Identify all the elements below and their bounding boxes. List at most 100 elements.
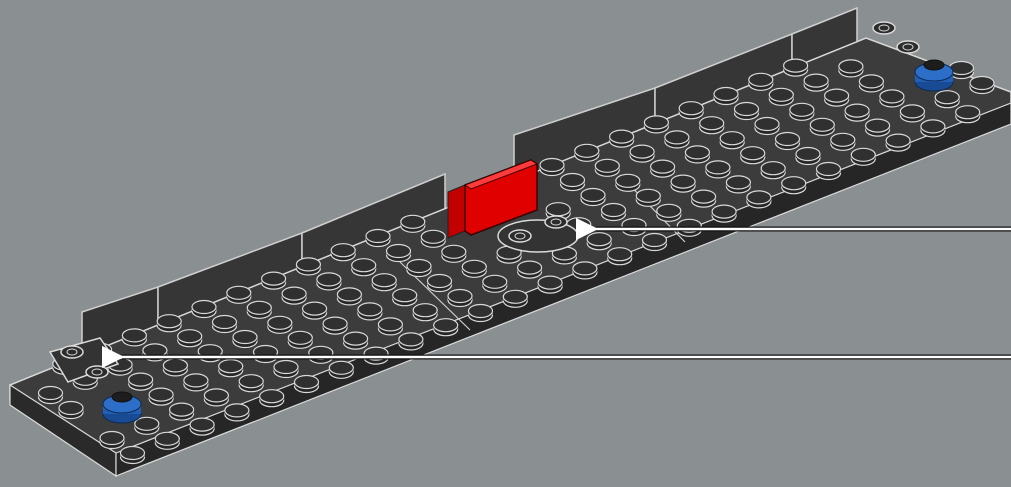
stud <box>366 230 390 247</box>
stud <box>859 75 883 92</box>
stud <box>817 163 841 180</box>
stud <box>665 131 689 148</box>
stud <box>573 262 597 279</box>
stud <box>610 130 634 147</box>
stud <box>184 374 208 391</box>
stud <box>331 244 355 261</box>
stud <box>262 272 286 289</box>
stud <box>880 90 904 107</box>
stud <box>755 118 779 135</box>
stud <box>337 288 361 305</box>
stud <box>204 389 228 406</box>
stud <box>749 73 773 90</box>
stud <box>378 318 402 335</box>
stud <box>254 346 278 363</box>
stud <box>329 361 353 378</box>
studs-layer <box>39 59 995 463</box>
stud <box>575 144 599 161</box>
stud <box>630 145 654 162</box>
stud <box>157 315 181 332</box>
stud <box>831 133 855 150</box>
stud <box>358 303 382 320</box>
stud <box>825 89 849 106</box>
stud <box>170 403 194 420</box>
stud <box>303 302 327 319</box>
stud <box>393 289 417 306</box>
stud <box>247 301 271 318</box>
stud <box>935 91 959 108</box>
stud <box>851 148 875 165</box>
stud <box>178 330 202 347</box>
stud <box>407 260 431 277</box>
stud <box>636 189 660 206</box>
stud <box>372 274 396 291</box>
stud <box>344 332 368 349</box>
stud <box>233 331 257 348</box>
stud <box>747 191 771 208</box>
stud <box>317 273 341 290</box>
stud <box>213 316 237 333</box>
stud <box>122 329 146 346</box>
stud <box>720 132 744 149</box>
stud <box>462 260 486 277</box>
stud <box>921 120 945 137</box>
stud <box>671 175 695 192</box>
stud <box>804 74 828 91</box>
stud <box>39 387 63 404</box>
stud <box>595 159 619 176</box>
stud <box>741 147 765 164</box>
stud <box>192 301 216 318</box>
stud <box>845 104 869 121</box>
stud <box>651 160 675 177</box>
stud <box>483 275 507 292</box>
stud <box>608 248 632 265</box>
stud <box>509 230 531 242</box>
stud <box>538 276 562 293</box>
stud <box>399 333 423 350</box>
stud <box>685 146 709 163</box>
stud <box>413 304 437 321</box>
stud <box>288 331 312 348</box>
stud <box>657 204 681 221</box>
stud <box>274 361 298 378</box>
stud <box>810 118 834 135</box>
stud <box>239 375 263 392</box>
stud <box>706 161 730 178</box>
stud <box>296 258 320 275</box>
stud <box>545 216 567 228</box>
stud <box>602 204 626 221</box>
stud <box>59 402 83 419</box>
stud <box>434 319 458 336</box>
stud <box>790 103 814 120</box>
stud <box>448 290 472 307</box>
stud <box>295 376 319 393</box>
stud <box>776 133 800 150</box>
stud <box>956 106 980 123</box>
stud <box>323 317 347 334</box>
stud <box>219 360 243 377</box>
stud <box>784 59 808 76</box>
stud <box>782 177 806 194</box>
stud <box>121 447 145 464</box>
stud <box>712 205 736 222</box>
stud <box>469 305 493 322</box>
stud <box>518 261 542 278</box>
red-tile-top <box>448 185 465 238</box>
stud <box>135 417 159 434</box>
stud <box>587 233 611 250</box>
stud <box>714 88 738 105</box>
stud <box>421 230 445 247</box>
stud <box>540 159 564 176</box>
stud <box>726 176 750 193</box>
stud <box>100 432 124 449</box>
stud <box>581 189 605 206</box>
stud <box>761 162 785 179</box>
stud <box>679 102 703 119</box>
stud <box>428 275 452 292</box>
stud <box>735 103 759 120</box>
stud <box>282 287 306 304</box>
stud <box>796 148 820 165</box>
stud <box>190 418 214 435</box>
